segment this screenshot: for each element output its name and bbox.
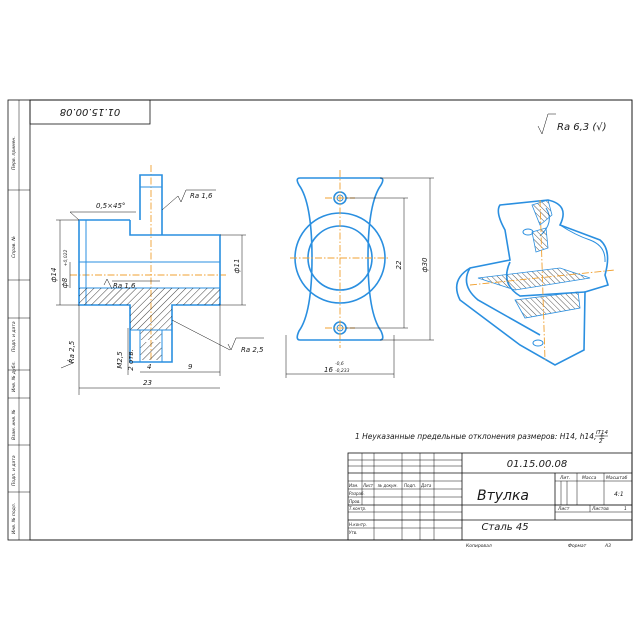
- tb-scale-value: 4:1: [614, 491, 624, 498]
- tb-col-date: Дата: [420, 483, 432, 488]
- general-roughness: Ra 6,3 (√): [537, 113, 607, 135]
- thread-label: M2,5: [116, 351, 124, 369]
- side-label: Справ. №: [11, 236, 17, 258]
- dia30-label: ф30: [421, 257, 429, 272]
- tb-role: Н.контр.: [349, 522, 367, 527]
- side-label: Инв. № дубл.: [11, 361, 17, 392]
- isometric-view: [455, 199, 616, 366]
- side-label: Подп. и дата: [11, 321, 17, 352]
- tb-col-doc: № докум.: [377, 483, 398, 488]
- tb-lit-label: Лит.: [559, 475, 570, 481]
- general-roughness-label: Ra 6,3 (√): [557, 122, 607, 133]
- technical-note: 1 Неуказанные предельные отклонения разм…: [355, 430, 608, 445]
- tb-format-value: А3: [604, 543, 611, 549]
- title-block: [347, 452, 633, 541]
- note-fraction-num: IT14: [596, 430, 608, 436]
- dim22-label: 22: [395, 260, 403, 269]
- dia14-label: ф14: [50, 268, 58, 283]
- tb-name: Втулка: [477, 488, 529, 504]
- dim4-label: 4: [147, 363, 151, 371]
- tb-role: Утв.: [349, 530, 357, 535]
- side-margin-labels: Перв. примен. Справ. № Подп. и дата Инв.…: [11, 136, 17, 534]
- tb-role: Пров.: [349, 499, 361, 504]
- ra-left-label: Ra 2,5: [68, 340, 76, 363]
- tb-role: Т.контр.: [349, 506, 366, 511]
- plan-view: [290, 170, 390, 348]
- ra-right-label: Ra 2,5: [241, 346, 264, 354]
- front-dimensions: 0,5×45° Ra 1,6 Ra 1,6 ф14 ф8 +0,022 ф11 …: [50, 189, 264, 395]
- tb-col-sign: Подп.: [404, 483, 416, 488]
- title-block-text: 01.15.00.08 Втулка Сталь 45 Лит. Масса М…: [349, 459, 628, 549]
- tb-col-list: Лист: [362, 483, 374, 488]
- tb-material: Сталь 45: [481, 522, 528, 533]
- ra-top-label: Ra 1,6: [190, 192, 213, 200]
- tb-col-izm: Изм.: [349, 483, 358, 488]
- dia8-tol: +0,022: [63, 250, 69, 267]
- tb-copied: Копировал: [466, 543, 492, 549]
- tb-code: 01.15.00.08: [507, 459, 567, 470]
- ra-bore-label: Ra 1,6: [113, 282, 136, 290]
- note-fraction-den: 2: [599, 439, 603, 445]
- thread-depth-label: 2 отв.: [127, 349, 135, 370]
- note-text: 1 Неуказанные предельные отклонения разм…: [355, 432, 605, 441]
- dia11-label: ф11: [233, 259, 241, 274]
- tb-format: Формат: [568, 543, 587, 549]
- dim16-label: 16: [324, 366, 333, 374]
- tb-sheets-label: Листов: [591, 506, 609, 512]
- tb-sheets-value: 1: [624, 506, 627, 512]
- side-label: Перв. примен.: [11, 136, 17, 170]
- chamfer-label: 0,5×45°: [96, 202, 125, 210]
- plan-dimensions: 22 ф30 16 -0,6 -0,233: [285, 177, 434, 378]
- dim16-tol-bot: -0,233: [335, 368, 350, 374]
- side-label: Взам. инв. №: [11, 409, 17, 440]
- code-stamp-box: 01.15.00.08: [29, 99, 151, 125]
- tb-sheet-label: Лист: [557, 506, 570, 512]
- code-stamp: 01.15.00.08: [60, 106, 120, 117]
- dim23-label: 23: [143, 379, 152, 387]
- tb-mass-label: Масса: [582, 475, 597, 481]
- tb-scale-label: Масштаб: [606, 475, 628, 481]
- tb-role: Разраб.: [349, 491, 365, 496]
- dia8-label: ф8: [61, 277, 69, 288]
- side-label: Подп. и дата: [11, 455, 17, 486]
- drawing-frame: [7, 99, 633, 541]
- dim9-label: 9: [188, 363, 193, 371]
- side-label: Инв. № подл.: [11, 503, 17, 534]
- dim16-tol-top: -0,6: [335, 361, 344, 367]
